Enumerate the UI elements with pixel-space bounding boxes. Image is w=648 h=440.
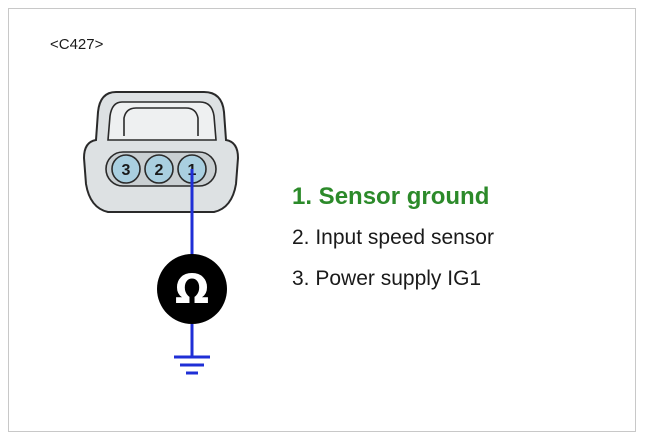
ground-icon [174, 355, 210, 375]
legend-item-power-supply: 3. Power supply IG1 [292, 267, 482, 290]
pin-legend: 1. Sensor ground 2. Input speed sensor 3… [292, 182, 494, 305]
pin-3-label: 3 [122, 162, 131, 179]
pin-2 [144, 154, 174, 184]
ohmmeter: Ω [157, 254, 227, 324]
ohm-icon [157, 254, 227, 324]
diagram-frame [8, 8, 636, 432]
pin-2-label: 2 [155, 162, 164, 179]
ohm-symbol: Ω [175, 267, 209, 313]
connector-housing [82, 91, 240, 213]
legend-item-sensor-ground: 1. Sensor ground [292, 183, 490, 210]
pin-3 [111, 154, 141, 184]
connector-id-label: <C427> [50, 36, 104, 53]
legend-item-input-speed-sensor: 2. Input speed sensor [292, 226, 494, 249]
